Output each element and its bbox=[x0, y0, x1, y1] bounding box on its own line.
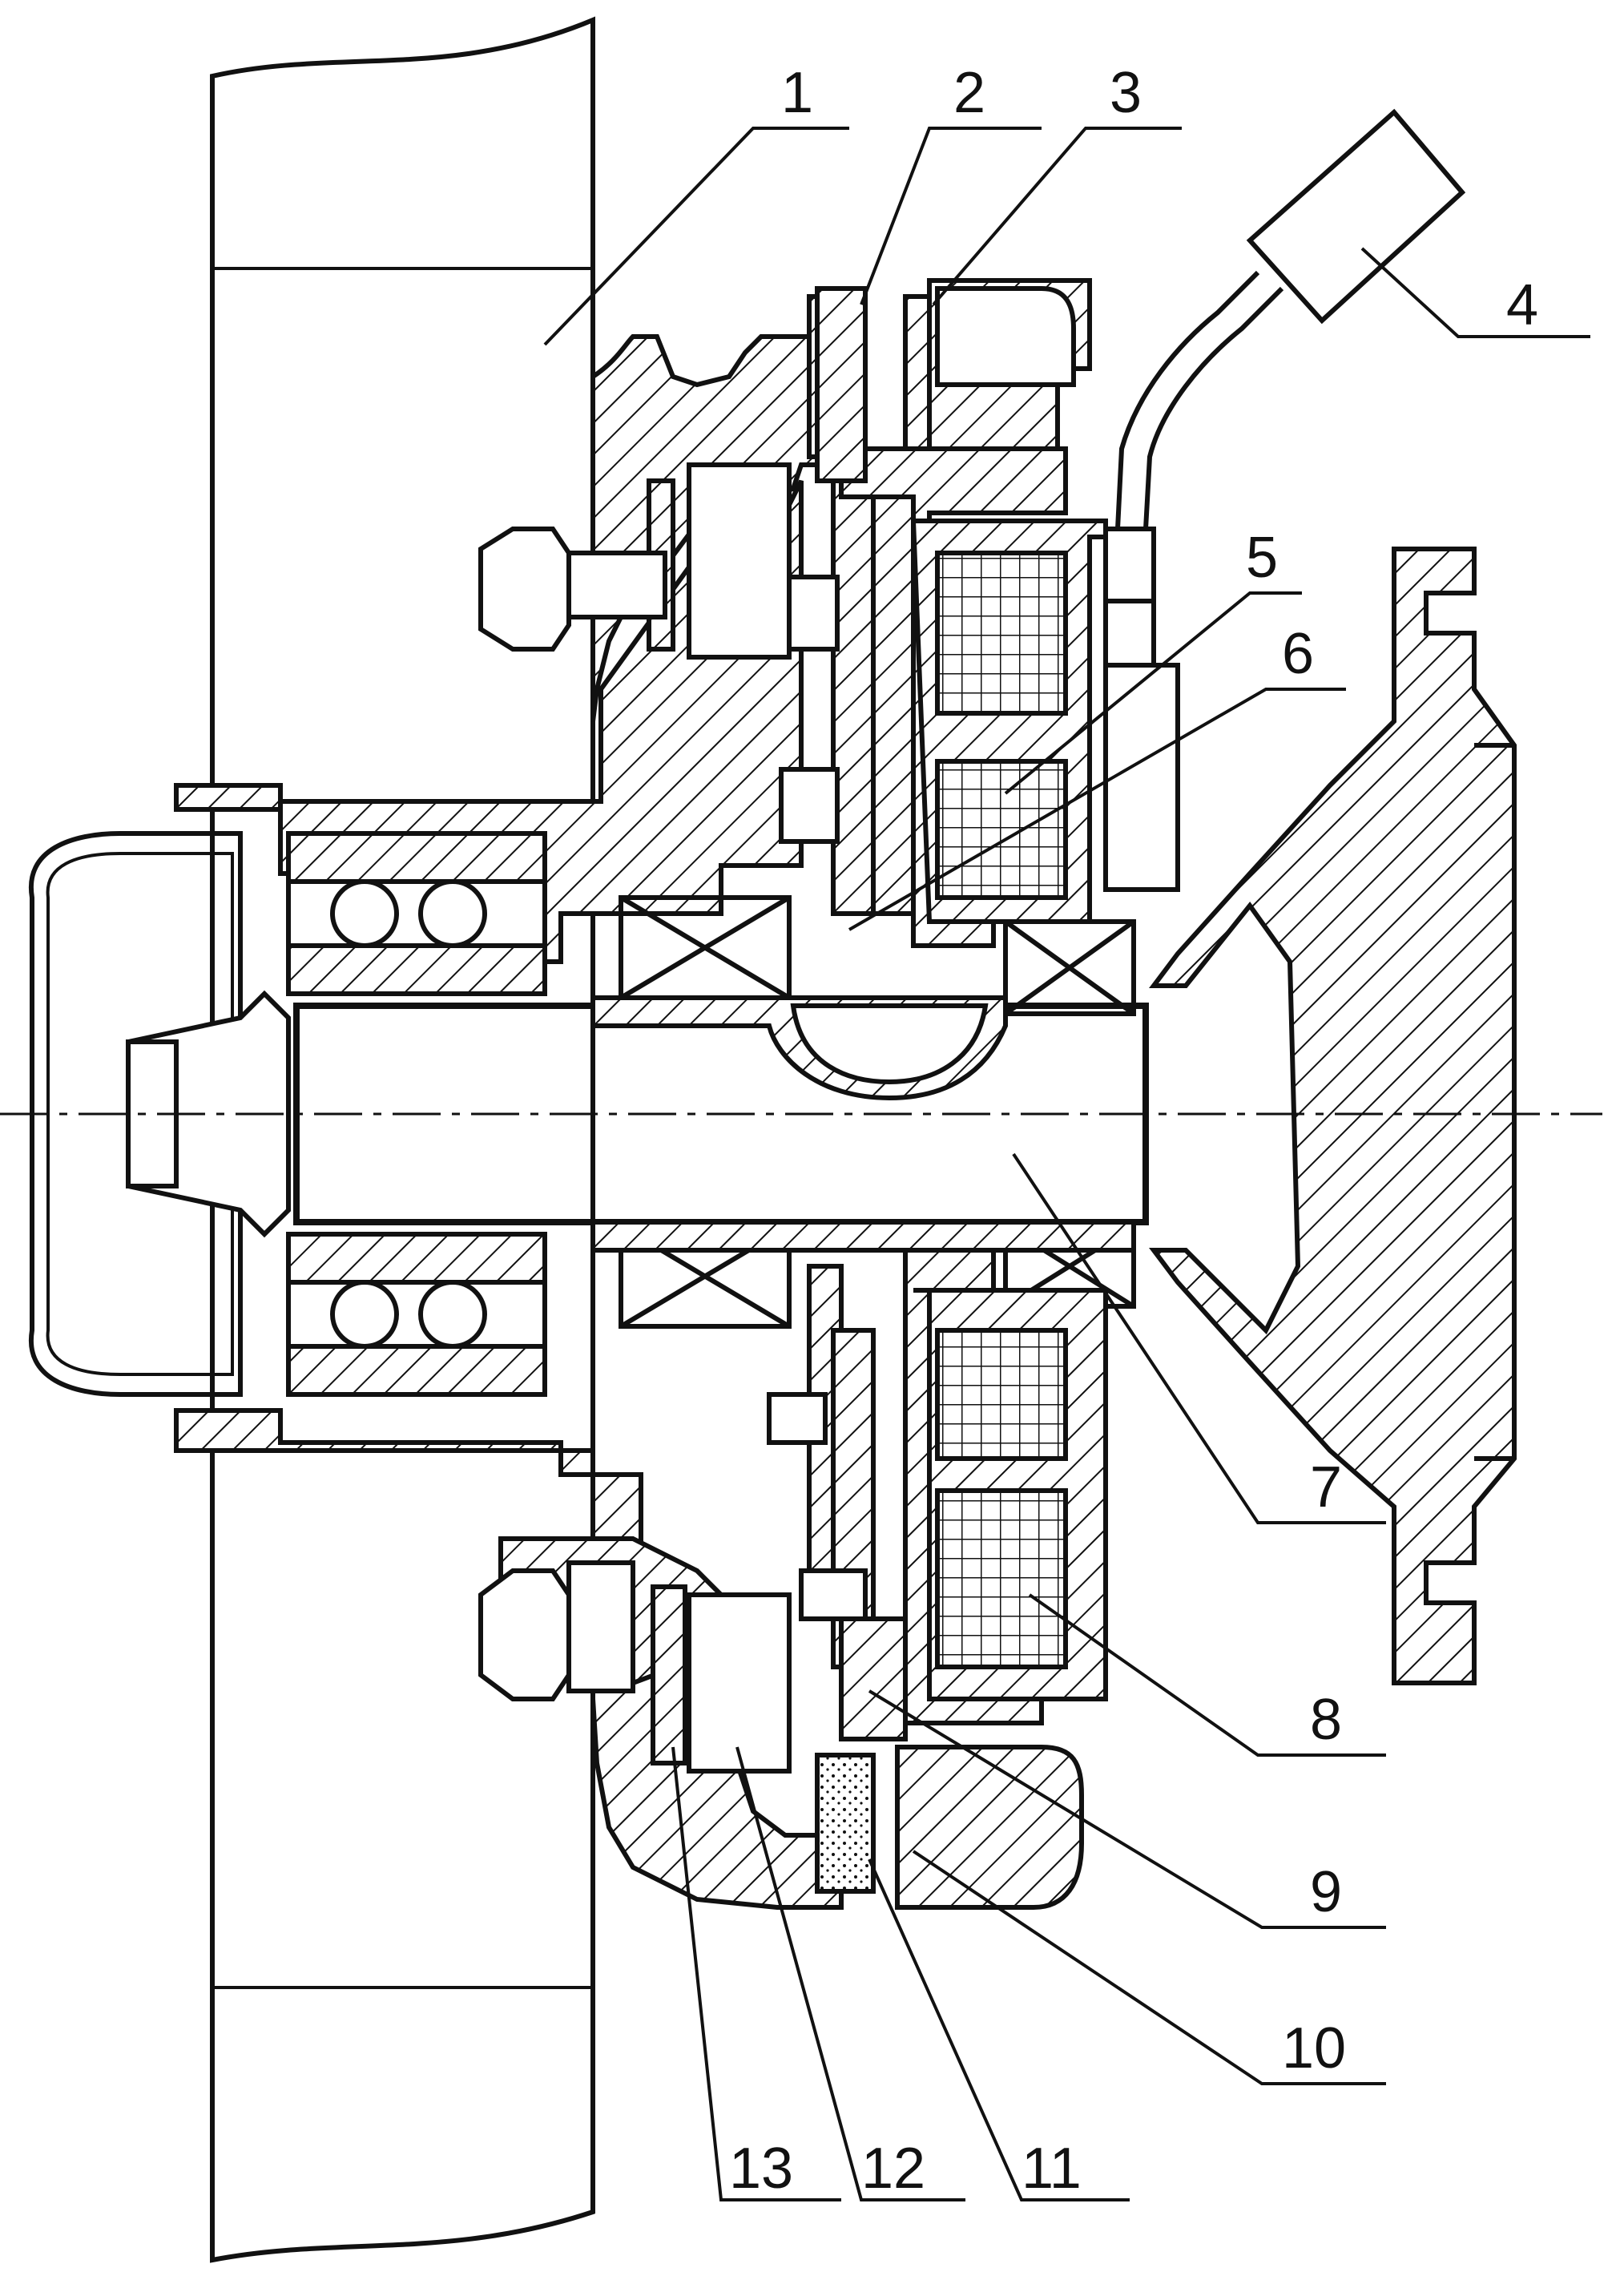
callout-2: 2 bbox=[953, 61, 985, 125]
callout-3: 3 bbox=[1110, 61, 1142, 125]
callout-6: 6 bbox=[1282, 622, 1314, 686]
callout-12: 12 bbox=[861, 2137, 925, 2201]
callout-1: 1 bbox=[781, 61, 813, 125]
brake-pad-lower bbox=[815, 1745, 1084, 1910]
ball-bearing-upper bbox=[286, 831, 547, 996]
disc-stack-lower bbox=[767, 1248, 1044, 1741]
electromagnet-housing-upper bbox=[910, 519, 1108, 924]
callout-11: 11 bbox=[1022, 2137, 1082, 2201]
electromagnet-housing-lower bbox=[913, 1288, 1108, 1701]
ball-bearing-lower bbox=[286, 1232, 547, 1397]
leader-lines bbox=[543, 127, 1590, 2201]
friction-pad-upper bbox=[647, 462, 792, 660]
bolt-lower bbox=[478, 1560, 635, 1701]
callout-labels: 1 2 3 4 5 6 7 8 9 10 11 12 13 bbox=[729, 61, 1538, 2201]
callout-7: 7 bbox=[1310, 1455, 1342, 1519]
end-cap bbox=[28, 831, 243, 1397]
mounting-plate bbox=[210, 16, 595, 2263]
callout-10: 10 bbox=[1282, 2016, 1346, 2080]
hub bbox=[590, 995, 1136, 1253]
output-flange bbox=[1149, 547, 1517, 1685]
friction-pad-lower bbox=[651, 1584, 792, 1774]
callout-9: 9 bbox=[1310, 1860, 1342, 1924]
callout-8: 8 bbox=[1310, 1688, 1342, 1752]
brake-pad-upper bbox=[815, 286, 1076, 483]
callout-13: 13 bbox=[729, 2137, 793, 2201]
speed-sensor bbox=[1103, 108, 1466, 892]
callout-5: 5 bbox=[1246, 526, 1278, 590]
callout-4: 4 bbox=[1506, 273, 1538, 337]
bolt-upper bbox=[478, 527, 667, 652]
needle-bearing-upper-right bbox=[1003, 919, 1136, 1016]
